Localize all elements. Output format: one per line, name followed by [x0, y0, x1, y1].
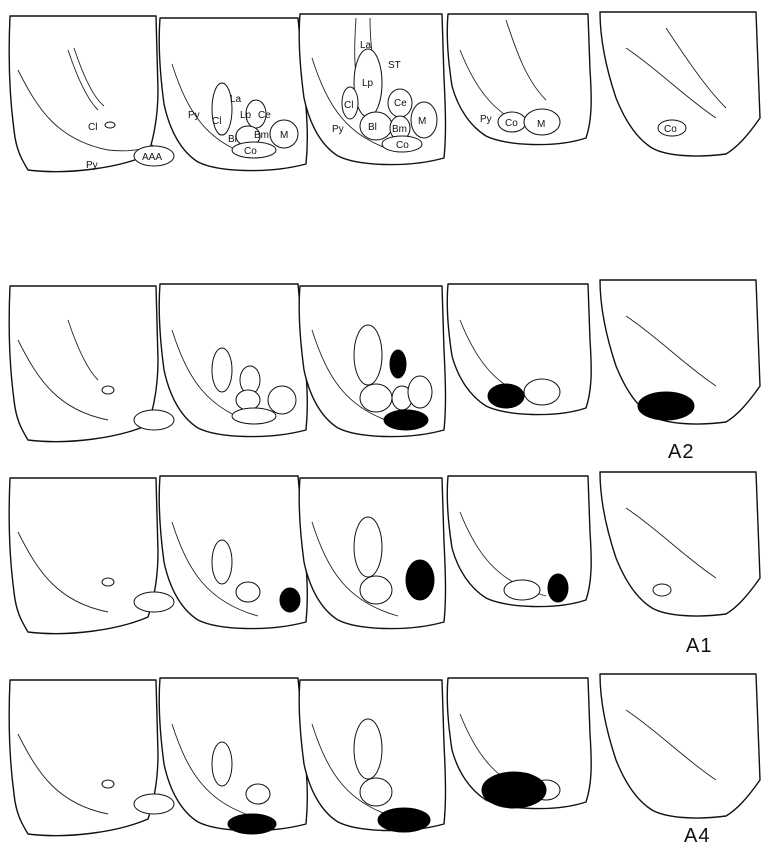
label-la: La	[360, 40, 372, 51]
reference-section-1: Cl Py AAA	[9, 16, 174, 172]
label-bm: Bm	[392, 124, 407, 135]
lp-nucleus	[212, 83, 232, 135]
label-co: Co	[396, 140, 409, 151]
reference-section-3: La ST Lp Cl Ce Py Bl Bm M Co	[299, 14, 445, 165]
claustrum-marker	[105, 122, 115, 128]
label-cl: Cl	[344, 100, 353, 111]
label-la: La	[230, 94, 242, 105]
label-lp: Lp	[362, 78, 374, 89]
row-label-a2: A2	[668, 441, 694, 463]
label-bl: Bl	[368, 122, 377, 133]
a4-section-4	[447, 678, 591, 809]
a1-section-1	[9, 478, 174, 634]
reference-section-4: Py Co M	[447, 14, 591, 145]
lesion-marker	[390, 350, 406, 378]
a2-section-1	[9, 286, 174, 442]
label-bl: Bl	[228, 134, 237, 145]
label-cl: Cl	[88, 122, 97, 133]
a2-section-5	[600, 280, 760, 424]
label-st: ST	[388, 60, 401, 71]
label-m: M	[280, 130, 288, 141]
label-ce: Ce	[394, 98, 407, 109]
lesion-marker	[406, 560, 434, 600]
label-aaa: AAA	[142, 152, 162, 163]
reference-row: Cl Py AAA La Py Cl Lp Ce Bl Bm M Co	[9, 12, 760, 172]
lesion-marker	[378, 808, 430, 832]
label-ce: Ce	[258, 110, 271, 121]
a1-row: A1	[9, 472, 760, 657]
a4-row: A4	[9, 674, 760, 846]
a2-section-4	[447, 284, 591, 415]
label-py: Py	[188, 110, 200, 121]
label-bm: Bm	[254, 130, 269, 141]
label-co: Co	[505, 118, 518, 129]
reference-section-2: La Py Cl Lp Ce Bl Bm M Co	[159, 18, 307, 171]
a1-section-2	[159, 476, 307, 629]
a1-section-3	[299, 478, 445, 629]
lesion-marker	[548, 574, 568, 602]
label-co: Co	[244, 146, 257, 157]
a4-section-3	[299, 680, 445, 832]
label-co: Co	[664, 124, 677, 135]
label-py: Py	[332, 124, 344, 135]
a4-section-1	[9, 680, 174, 836]
label-py: Py	[480, 114, 492, 125]
reference-section-5: Co	[600, 12, 760, 156]
label-lp: Lp	[240, 110, 252, 121]
label-m: M	[537, 119, 545, 130]
lesion-marker	[482, 772, 546, 808]
a2-row: A2	[9, 280, 760, 463]
a4-section-5	[600, 674, 760, 818]
lesion-marker	[280, 588, 300, 612]
lesion-marker	[488, 384, 524, 408]
label-m: M	[418, 116, 426, 127]
label-cl: Cl	[212, 116, 221, 127]
label-py: Py	[86, 160, 98, 171]
row-label-a1: A1	[686, 635, 712, 657]
lesion-marker	[384, 410, 428, 430]
a2-section-2	[159, 284, 307, 437]
a1-section-4	[447, 476, 591, 607]
a1-section-5	[600, 472, 760, 616]
a4-section-2	[159, 678, 307, 834]
lesion-marker	[228, 814, 276, 834]
lesion-marker	[638, 392, 694, 420]
a2-section-3	[299, 286, 445, 437]
row-label-a4: A4	[684, 825, 710, 846]
